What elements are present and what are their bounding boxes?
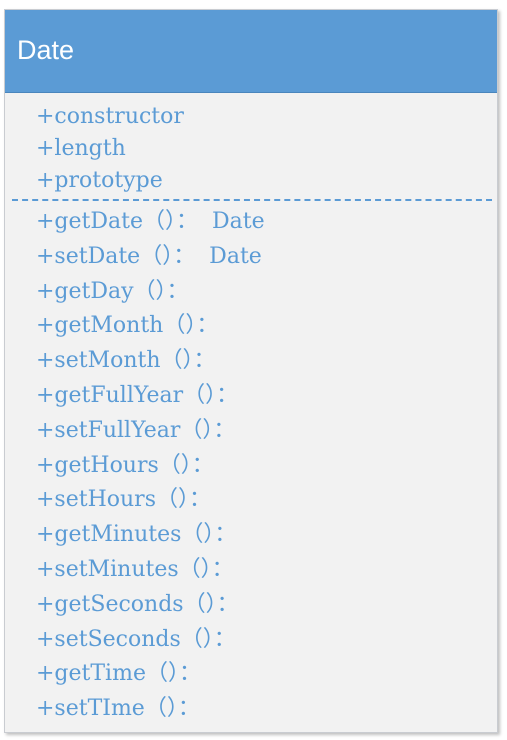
attribute-item: +constructor — [36, 104, 184, 129]
method-item: +setDate（）： Date — [36, 243, 262, 269]
method-item: +getHours（）： — [36, 452, 214, 478]
class-header: Date — [5, 10, 497, 93]
uml-class-box: Date +constructor +length +prototype +ge… — [4, 9, 498, 733]
compartment-divider — [12, 199, 492, 201]
attribute-item: +prototype — [36, 168, 163, 193]
method-item: +setFullYear（）： — [36, 417, 236, 443]
class-name: Date — [17, 35, 75, 65]
method-item: +setMinutes（）： — [36, 556, 234, 582]
method-item: +getFullYear（）： — [36, 382, 239, 408]
method-item: +setSeconds（）： — [36, 626, 236, 652]
attribute-item: +length — [36, 136, 126, 161]
method-item: +getMonth（）： — [36, 313, 219, 339]
attribute-list: +constructor +length +prototype — [36, 101, 184, 197]
method-item: +setTIme（）： — [36, 696, 200, 722]
method-item: +getDate（）： Date — [36, 209, 265, 234]
method-item: +getTime（）： — [36, 661, 201, 687]
method-item: +setHours（）： — [36, 487, 211, 513]
method-item: +getSeconds（）： — [36, 591, 239, 617]
method-item: +getDay（）： — [36, 278, 189, 304]
method-item: +setMonth（）： — [36, 348, 216, 374]
method-item: +getMinutes（）： — [36, 522, 237, 548]
method-list: +getDate（）： Date +setDate（）： Date +getDa… — [36, 205, 265, 727]
